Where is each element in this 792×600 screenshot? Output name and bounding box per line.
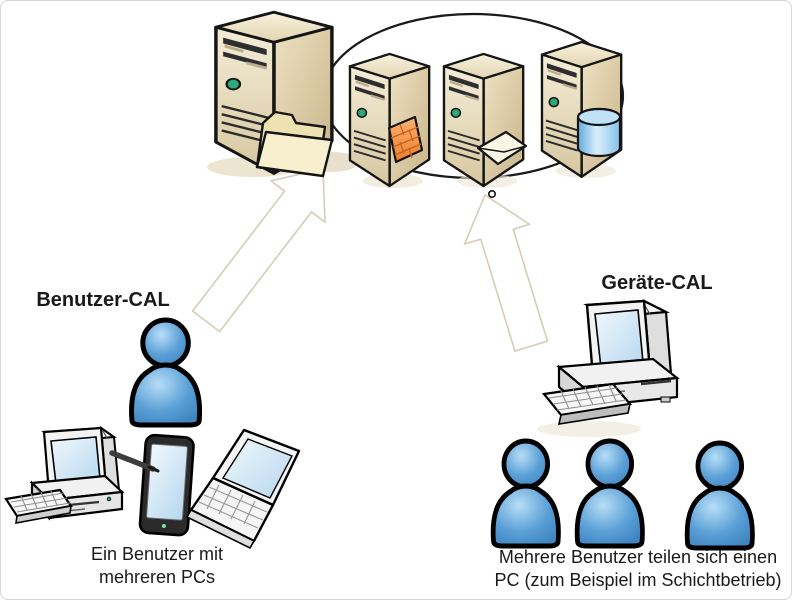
- laptop-icon: [185, 428, 301, 550]
- left-caption-line2: mehreren PCs: [98, 567, 216, 587]
- server-with-folder-icon: [214, 10, 334, 178]
- shared-users-icons: [493, 441, 752, 548]
- envelope-icon: [476, 130, 528, 166]
- left-caption-line1: Ein Benutzer mit: [90, 544, 224, 564]
- server-with-envelope-icon: [442, 52, 528, 188]
- arrow-endpoint-handle: [487, 190, 496, 199]
- user-icon: [577, 441, 642, 546]
- geraete-cal-to-servers-arrow: [463, 190, 549, 352]
- right-caption-line1: Mehrere Benutzer teilen sich einen: [498, 547, 778, 567]
- tablet-pda-icon: [109, 433, 195, 537]
- benutzer-cal-user-icon: [132, 320, 200, 425]
- geraete-cal-label: Geräte-CAL: [601, 272, 713, 294]
- benutzer-cal-label: Benutzer-CAL: [36, 289, 170, 311]
- server-with-firewall-icon: [348, 52, 431, 188]
- left-caption: Ein Benutzer mit mehreren PCs: [27, 543, 287, 589]
- firewall-icon: [387, 115, 424, 164]
- desktop-pc-icon: [4, 425, 125, 524]
- user-icon: [687, 443, 752, 548]
- keyboard-icon: [4, 488, 73, 524]
- user-icon: [493, 441, 558, 546]
- geraete-cal-pc-icon: [541, 299, 680, 425]
- folder-icon: [255, 110, 334, 178]
- right-caption-line2: PC (zum Beispiel im Schichtbetrieb): [494, 570, 782, 590]
- database-icon: [576, 107, 622, 158]
- keyboard-icon: [541, 382, 633, 425]
- right-caption: Mehrere Benutzer teilen sich einen PC (z…: [471, 546, 791, 592]
- benutzer-cal-to-servers-arrow: [191, 168, 326, 333]
- server-with-database-icon: [540, 40, 623, 178]
- stylus-icon: [109, 450, 160, 473]
